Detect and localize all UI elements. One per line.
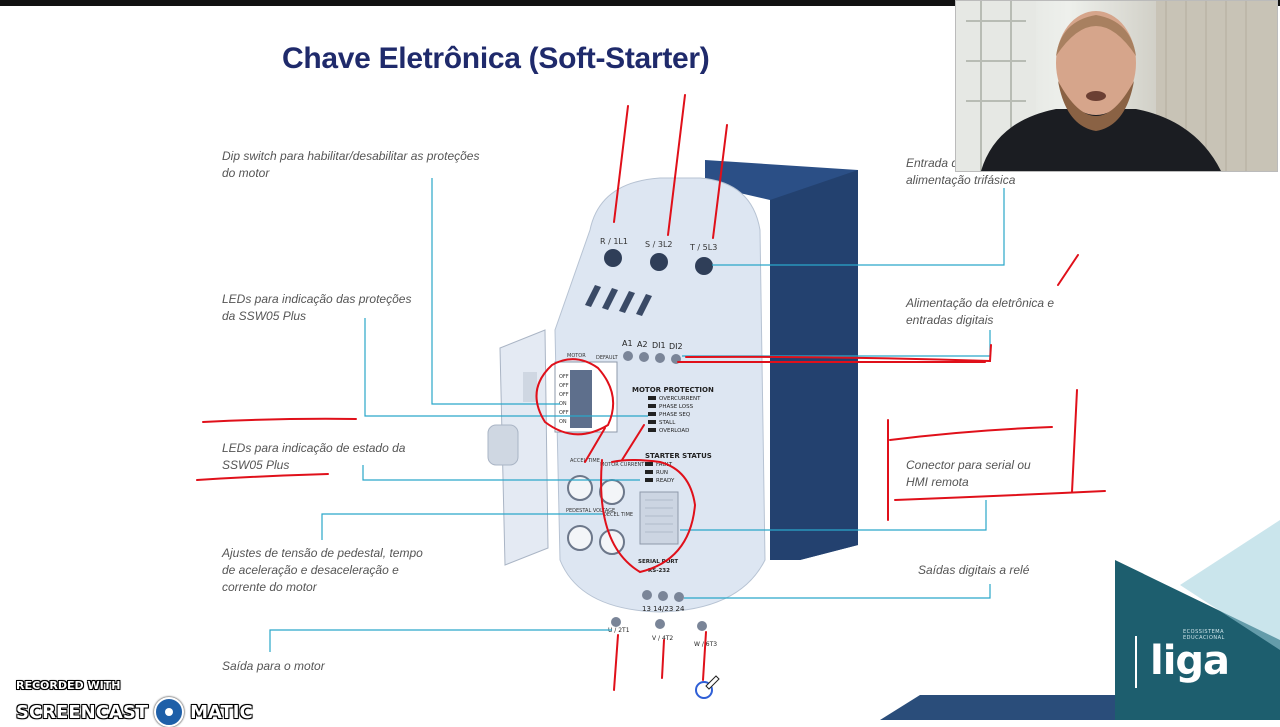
output-terminal-holes	[611, 617, 707, 631]
label-line: Conector para serial ou	[906, 458, 1031, 472]
brand-divider	[1135, 636, 1137, 688]
label-entrada: Entrada d alimentação trifásica	[906, 155, 1015, 189]
label-line: corrente do motor	[222, 580, 317, 594]
label-leds-estado: LEDs para indicação de estado da SSW05 P…	[222, 440, 405, 474]
label-dip-switch: Dip switch para habilitar/desabilitar as…	[222, 148, 479, 182]
label-line: LEDs para indicação de estado da	[222, 441, 406, 455]
status-item: FAULT	[656, 462, 673, 468]
brand-logo: liga	[1150, 638, 1230, 684]
label-line: LEDs para indicação das proteções	[222, 292, 412, 306]
dip-switch-block	[570, 370, 592, 428]
pen-cursor-icon	[705, 675, 720, 690]
label-ajustes: Ajustes de tensão de pedestal, tempo de …	[222, 545, 423, 596]
watermark-screencast: SCREENCAST MATIC	[16, 697, 253, 727]
brand-subtitle: ECOSSISTEMA EDUCACIONAL	[1183, 629, 1225, 641]
control-terminal-holes	[623, 351, 681, 364]
dip-title: DEFAULT	[596, 355, 619, 361]
motor-protection-title: MOTOR PROTECTION	[632, 386, 714, 394]
label-line: do motor	[222, 166, 270, 180]
label-line: de aceleração e desaceleração e	[222, 563, 399, 577]
dip-row-label: OFF	[559, 392, 569, 398]
status-item: RUN	[656, 470, 668, 476]
serial-label: RS-232	[648, 568, 670, 574]
label-line: Ajustes de tensão de pedestal, tempo	[222, 546, 423, 560]
watermark-text: SCREENCAST	[16, 701, 149, 723]
relay-terminal-label: 13 14/23 24	[642, 605, 685, 613]
watermark-recorded: RECORDED WITH	[16, 679, 121, 692]
control-terminal-label: A1	[622, 339, 633, 348]
label-line: Saída para o motor	[222, 659, 325, 673]
protection-item: PHASE SEQ	[659, 412, 691, 418]
control-terminal-label: A2	[637, 340, 648, 349]
dip-row-label: ON	[559, 419, 567, 425]
label-line: Saídas digitais a relé	[918, 563, 1030, 577]
relay-terminal-holes	[642, 590, 684, 602]
dip-row-label: OFF	[559, 410, 569, 416]
serial-port-grid	[645, 499, 673, 533]
starter-status-title: STARTER STATUS	[645, 452, 712, 460]
label-alimentacao: Alimentação da eletrônica e entradas dig…	[906, 295, 1054, 329]
terminal-hole	[650, 253, 668, 271]
dip-row-label: OFF	[559, 374, 569, 380]
protection-item: OVERCURRENT	[659, 396, 701, 402]
protection-item: OVERLOAD	[659, 428, 689, 434]
brand-shape	[1115, 560, 1280, 720]
serial-label: SERIAL PORT	[638, 559, 678, 565]
label-conector: Conector para serial ou HMI remota	[906, 457, 1031, 491]
terminal-hole	[604, 249, 622, 267]
starter-status-list: FAULT RUN READY	[645, 462, 675, 484]
label-line: Entrada d	[906, 156, 959, 170]
brand-subtitle-line: ECOSSISTEMA	[1183, 629, 1225, 635]
protection-item: PHASE LOSS	[659, 404, 694, 410]
top-black-bar	[0, 0, 1280, 6]
terminal-label: T / 5L3	[689, 243, 717, 252]
control-terminal-label: DI1	[652, 341, 666, 350]
watermark-text: MATIC	[190, 701, 253, 723]
webcam-person	[956, 1, 1277, 171]
red-annotations	[196, 94, 1106, 691]
label-line: entradas digitais	[906, 313, 994, 327]
label-leds-protecoes: LEDs para indicação das proteções da SSW…	[222, 291, 411, 325]
serial-port	[639, 491, 679, 545]
dip-row-label: OFF	[559, 383, 569, 389]
vent-slots	[585, 285, 652, 316]
output-terminal-label: V / 4T2	[652, 635, 673, 642]
door-hinge	[487, 424, 519, 466]
motor-protection-list: OVERCURRENT PHASE LOSS PHASE SEQ STALL O…	[648, 396, 701, 434]
slide-title: Chave Eletrônica (Soft-Starter)	[282, 42, 710, 75]
webcam-feed	[955, 0, 1278, 172]
cursor-ring-icon	[695, 681, 713, 699]
label-saida-motor: Saída para o motor	[222, 658, 325, 675]
control-terminal-label: DI2	[669, 342, 683, 351]
protection-item: STALL	[659, 420, 676, 426]
label-line: HMI remota	[906, 475, 969, 489]
door-window	[523, 372, 537, 402]
knob-label: DECEL TIME	[603, 512, 633, 518]
knob-label: PEDESTAL VOLTAGE	[566, 508, 615, 514]
brand-shape-light	[1180, 520, 1280, 650]
brand-subtitle-line: EDUCACIONAL	[1183, 635, 1225, 641]
label-line: da SSW05 Plus	[222, 309, 307, 323]
adjustment-knobs	[567, 475, 625, 555]
dip-title: MOTOR	[567, 353, 586, 359]
terminal-label: R / 1L1	[600, 237, 628, 246]
label-saidas-digitais: Saídas digitais a relé	[918, 562, 1029, 579]
brand-shape-dark	[880, 695, 1115, 720]
knob-label: MOTOR CURRENT	[600, 462, 645, 468]
label-line: Dip switch para habilitar/desabilitar as…	[222, 149, 480, 163]
screencast-logo-icon	[154, 697, 185, 727]
label-line: SSW05 Plus	[222, 458, 290, 472]
terminal-label: S / 3L2	[645, 240, 673, 249]
dip-row-label: ON	[559, 401, 567, 407]
status-item: READY	[656, 478, 675, 484]
dip-labels: OFF OFF OFF ON OFF ON	[559, 374, 569, 425]
label-line: alimentação trifásica	[906, 173, 1016, 187]
terminal-hole	[695, 257, 713, 275]
label-line: Alimentação da eletrônica e	[906, 296, 1055, 310]
device-side-shadow	[770, 170, 858, 560]
output-terminal-label: U / 2T1	[608, 627, 630, 634]
